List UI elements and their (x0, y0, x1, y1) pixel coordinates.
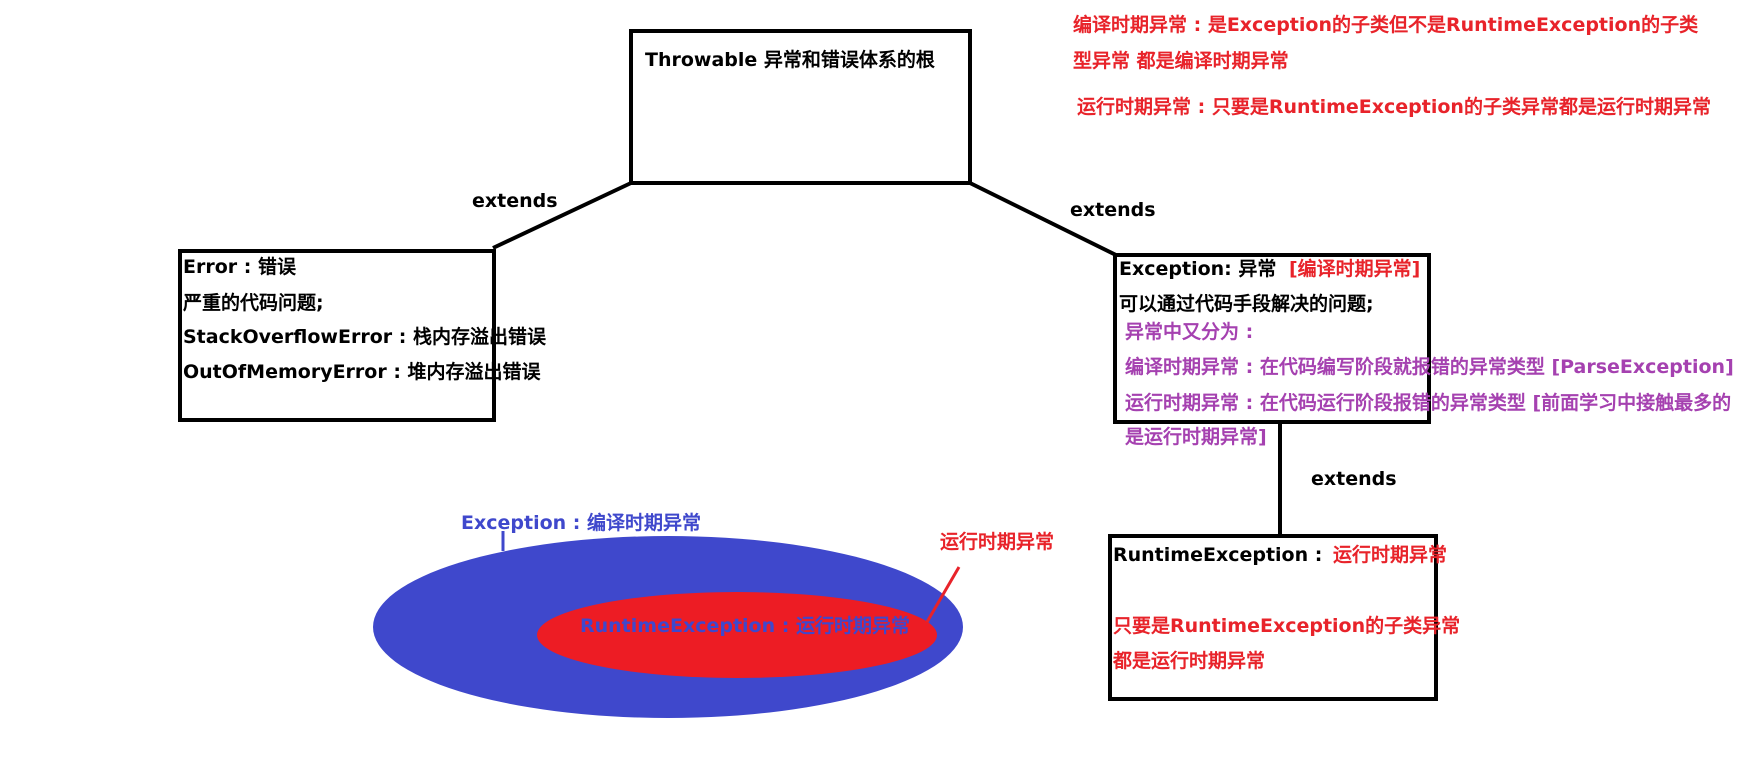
exception-line3: 编译时期异常 : 在代码编写阶段就报错的异常类型 [ParseException… (1125, 356, 1734, 378)
runtime-box (1108, 534, 1438, 701)
runtime-line1: 只要是RuntimeException的子类异常 (1113, 615, 1461, 637)
venn-inner-label: RuntimeException : 运行时期异常 (580, 615, 910, 637)
throwable-box (629, 29, 972, 185)
runtime-title-row: RuntimeException : 运行时期异常 (1113, 543, 1447, 567)
note-runtime-line: 运行时期异常 : 只要是RuntimeException的子类异常都是运行时期异… (1077, 96, 1711, 118)
exception-box (1113, 253, 1431, 424)
venn-pointer-label: 运行时期异常 (940, 531, 1055, 553)
note-compile-line1: 编译时期异常 : 是Exception的子类但不是RuntimeExceptio… (1073, 14, 1699, 36)
exception-line4: 运行时期异常 : 在代码运行阶段报错的异常类型 [前面学习中接触最多的 (1125, 392, 1732, 414)
edge-label-throwable-exception: extends (1070, 199, 1156, 221)
exception-line5: 是运行时期异常] (1125, 426, 1267, 448)
venn-inner-runtime (537, 592, 937, 678)
exception-line2: 异常中又分为 : (1125, 321, 1254, 343)
error-line3: OutOfMemoryError : 堆内存溢出错误 (183, 361, 541, 383)
runtime-line2: 都是运行时期异常 (1113, 650, 1266, 672)
error-line1: 严重的代码问题; (183, 292, 324, 314)
venn-outer-label: Exception : 编译时期异常 (461, 512, 701, 534)
edge-throwable-error (492, 181, 632, 250)
runtime-title: RuntimeException : (1113, 544, 1323, 566)
edge-throwable-exception (969, 181, 1117, 257)
error-box (178, 249, 496, 422)
error-line2: StackOverflowError : 栈内存溢出错误 (183, 326, 546, 348)
venn-inner-pointer (925, 566, 961, 623)
exception-line1: 可以通过代码手段解决的问题; (1119, 293, 1374, 315)
note-compile-line2: 型异常 都是编译时期异常 (1073, 50, 1289, 72)
exception-title-row: Exception: 异常 [编译时期异常] (1119, 257, 1420, 281)
exception-tag: [编译时期异常] (1289, 258, 1421, 280)
error-title: Error : 错误 (183, 256, 296, 278)
throwable-title: Throwable 异常和错误体系的根 (645, 49, 935, 71)
edge-label-exception-runtime: extends (1311, 468, 1397, 490)
exception-title: Exception: 异常 (1119, 258, 1277, 280)
edge-label-throwable-error: extends (472, 190, 558, 212)
runtime-tag: 运行时期异常 (1332, 544, 1447, 566)
